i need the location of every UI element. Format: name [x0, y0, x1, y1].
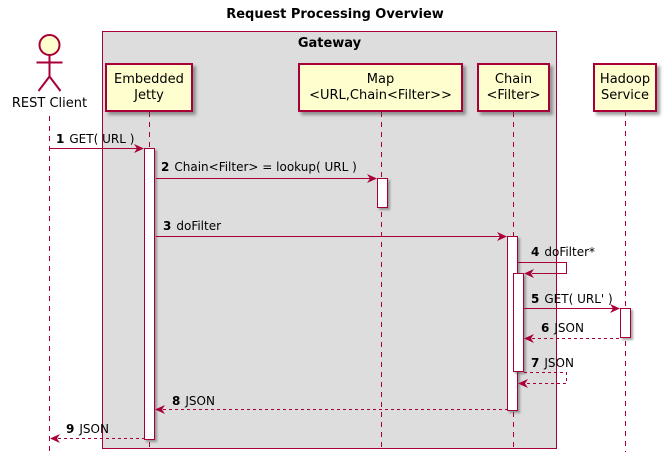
message-arrow-5 [524, 304, 620, 313]
participant-label: Service [600, 87, 650, 103]
message-number: 5 [531, 292, 540, 306]
message-arrow-1 [50, 144, 144, 153]
participant-label: Chain [494, 71, 533, 87]
participant-label: <URL,Chain<Filter>> [309, 87, 452, 103]
message-label-3: 3 doFilter [163, 219, 221, 234]
message-label-6: 6 JSON [541, 321, 584, 336]
message-text: Chain<Filter> = lookup( URL ) [174, 160, 357, 174]
arrowhead-left-icon [524, 334, 534, 343]
message-label-1: 1 GET( URL ) [56, 132, 134, 147]
participant-label: Embedded [114, 71, 184, 87]
arrowhead-left-icon [50, 434, 60, 443]
activation-bar-chain-nested [513, 273, 524, 372]
message-label-4: 4 doFilter* [531, 245, 595, 260]
message-text: doFilter [176, 219, 222, 233]
message-text: doFilter* [544, 245, 596, 259]
actor-label-rest-client: REST Client [11, 96, 88, 111]
arrowhead-right-icon [497, 232, 507, 241]
activation-bar-hadoop-service [620, 308, 631, 338]
message-text: JSON [554, 321, 584, 335]
message-text: JSON [544, 356, 574, 370]
message-label-8: 8 JSON [172, 394, 215, 409]
message-arrow-7-self-return [518, 372, 567, 388]
arrowhead-left-icon [524, 269, 534, 278]
message-label-9: 9 JSON [66, 422, 109, 437]
message-arrow-9-return [50, 434, 144, 443]
message-number: 1 [56, 132, 65, 146]
participant-chain: Chain <Filter> [477, 63, 550, 112]
arrowhead-left-icon [518, 379, 528, 388]
message-number: 2 [161, 160, 170, 174]
message-arrow-4-self [518, 262, 567, 278]
message-text: GET( URL ) [69, 132, 135, 146]
message-number: 4 [531, 245, 540, 259]
message-label-7: 7 JSON [531, 356, 574, 371]
participant-label: Jetty [134, 87, 164, 103]
arrowhead-right-icon [367, 174, 377, 183]
message-text: GET( URL' ) [544, 292, 613, 306]
message-number: 6 [541, 321, 550, 335]
message-arrow-2 [156, 174, 377, 183]
arrowhead-left-icon [155, 405, 165, 414]
message-number: 3 [163, 219, 172, 233]
participant-label: <Filter> [486, 87, 541, 103]
message-arrow-8-return [155, 405, 507, 414]
message-label-2: 2 Chain<Filter> = lookup( URL ) [161, 160, 357, 175]
message-text: JSON [185, 394, 215, 408]
arrowhead-right-icon [610, 304, 620, 313]
message-number: 9 [66, 422, 75, 436]
activation-bar-map [377, 178, 388, 208]
message-arrow-3 [156, 232, 507, 241]
participant-label: Hadoop [599, 71, 651, 87]
participant-hadoop-service: Hadoop Service [593, 63, 657, 112]
participant-label: Map [366, 71, 395, 87]
participant-embedded-jetty: Embedded Jetty [105, 63, 193, 112]
activation-bar-embedded-jetty [144, 148, 155, 440]
diagram-title: Request Processing Overview [226, 7, 444, 22]
message-number: 8 [172, 394, 181, 408]
actor-icon [36, 34, 63, 92]
message-arrow-6-return [524, 334, 620, 343]
participant-map: Map <URL,Chain<Filter>> [298, 63, 463, 112]
message-number: 7 [531, 356, 540, 370]
gateway-frame-label: Gateway [297, 36, 362, 51]
arrowhead-right-icon [134, 144, 144, 153]
message-label-5: 5 GET( URL' ) [531, 292, 613, 307]
message-text: JSON [79, 422, 109, 436]
